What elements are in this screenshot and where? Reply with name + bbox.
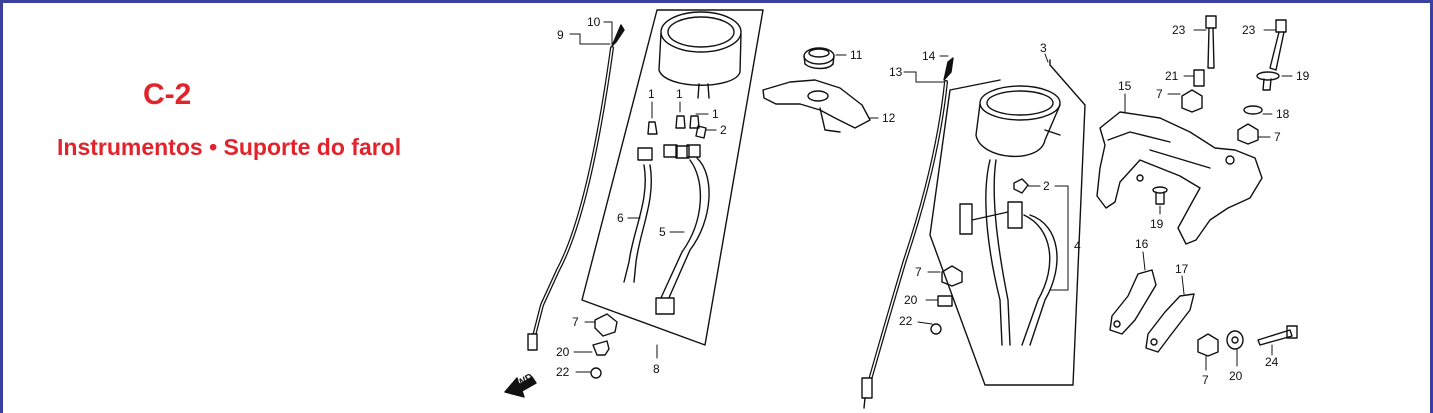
callout-8: 8 xyxy=(653,362,660,376)
grommet-7-right xyxy=(1237,123,1259,145)
middle-meter-housing xyxy=(975,85,1061,158)
callout-2-left: 2 xyxy=(720,123,727,137)
fwd-arrow xyxy=(504,376,537,398)
callout-9: 9 xyxy=(557,28,564,42)
stay-17 xyxy=(1145,293,1195,353)
speedometer-cable-middle xyxy=(861,57,954,409)
callout-23-a: 23 xyxy=(1172,23,1186,37)
grommet-11 xyxy=(803,47,835,70)
callout-20-middle: 20 xyxy=(904,293,918,307)
callout-13: 13 xyxy=(889,65,903,79)
callout-22-middle: 22 xyxy=(899,314,913,328)
callout-16: 16 xyxy=(1135,237,1149,251)
callout-5: 5 xyxy=(659,225,666,239)
lower-bracket-12 xyxy=(762,79,871,133)
left-bulbs xyxy=(647,115,707,139)
washer-18 xyxy=(1243,105,1263,115)
callout-7-left: 7 xyxy=(572,315,579,329)
section-code: C-2 xyxy=(143,78,192,111)
callout-24: 24 xyxy=(1265,355,1279,369)
bolt-23-b xyxy=(1269,19,1287,71)
callout-1c: 1 xyxy=(712,107,719,121)
callout-7-middle: 7 xyxy=(915,265,922,279)
callout-2-middle: 2 xyxy=(1043,179,1050,193)
callout-17: 17 xyxy=(1175,262,1189,276)
callout-15: 15 xyxy=(1118,79,1132,93)
left-small-hardware xyxy=(590,313,618,379)
callout-18: 18 xyxy=(1276,107,1290,121)
left-harness xyxy=(623,144,710,315)
callout-19-top: 19 xyxy=(1296,69,1310,83)
collar-19-top xyxy=(1256,71,1280,91)
speedometer-cable-left xyxy=(527,24,625,351)
callout-1a: 1 xyxy=(648,87,655,101)
middle-bulb xyxy=(1013,178,1029,194)
bolt-23-a xyxy=(1205,15,1217,69)
callout-7-bottom: 7 xyxy=(1202,373,1209,387)
callout-3: 3 xyxy=(1040,41,1047,55)
callout-11: 11 xyxy=(850,48,863,62)
headlight-bracket-15 xyxy=(1096,111,1263,245)
callout-23-b: 23 xyxy=(1242,23,1256,37)
callout-12: 12 xyxy=(882,111,896,125)
leader-lines xyxy=(569,21,1293,373)
grommet-7-top xyxy=(1181,89,1203,113)
callout-19-mid: 19 xyxy=(1150,217,1164,231)
callout-10: 10 xyxy=(587,15,601,29)
collar-19-mid xyxy=(1152,186,1168,205)
callout-22-left: 22 xyxy=(556,365,570,379)
middle-harness xyxy=(959,159,1058,346)
left-meter-housing xyxy=(658,11,742,99)
callout-1b: 1 xyxy=(676,87,683,101)
middle-assembly-box xyxy=(929,59,1086,386)
callout-21: 21 xyxy=(1165,69,1179,83)
fwd-label: FWD xyxy=(510,372,535,393)
callout-20-left: 20 xyxy=(556,345,570,359)
callout-20-bottom: 20 xyxy=(1229,369,1243,383)
bottom-right-hardware xyxy=(1197,325,1298,357)
callout-6: 6 xyxy=(617,211,624,225)
callout-7-right: 7 xyxy=(1274,130,1281,144)
section-title: Instrumentos • Suporte do farol xyxy=(57,134,402,160)
callout-7-top: 7 xyxy=(1156,87,1163,101)
callout-4: 4 xyxy=(1074,239,1081,253)
stay-16 xyxy=(1109,269,1157,335)
collar-21 xyxy=(1193,69,1205,87)
callout-14: 14 xyxy=(922,49,936,63)
left-assembly-box xyxy=(581,9,764,346)
middle-small-hardware xyxy=(930,265,963,335)
